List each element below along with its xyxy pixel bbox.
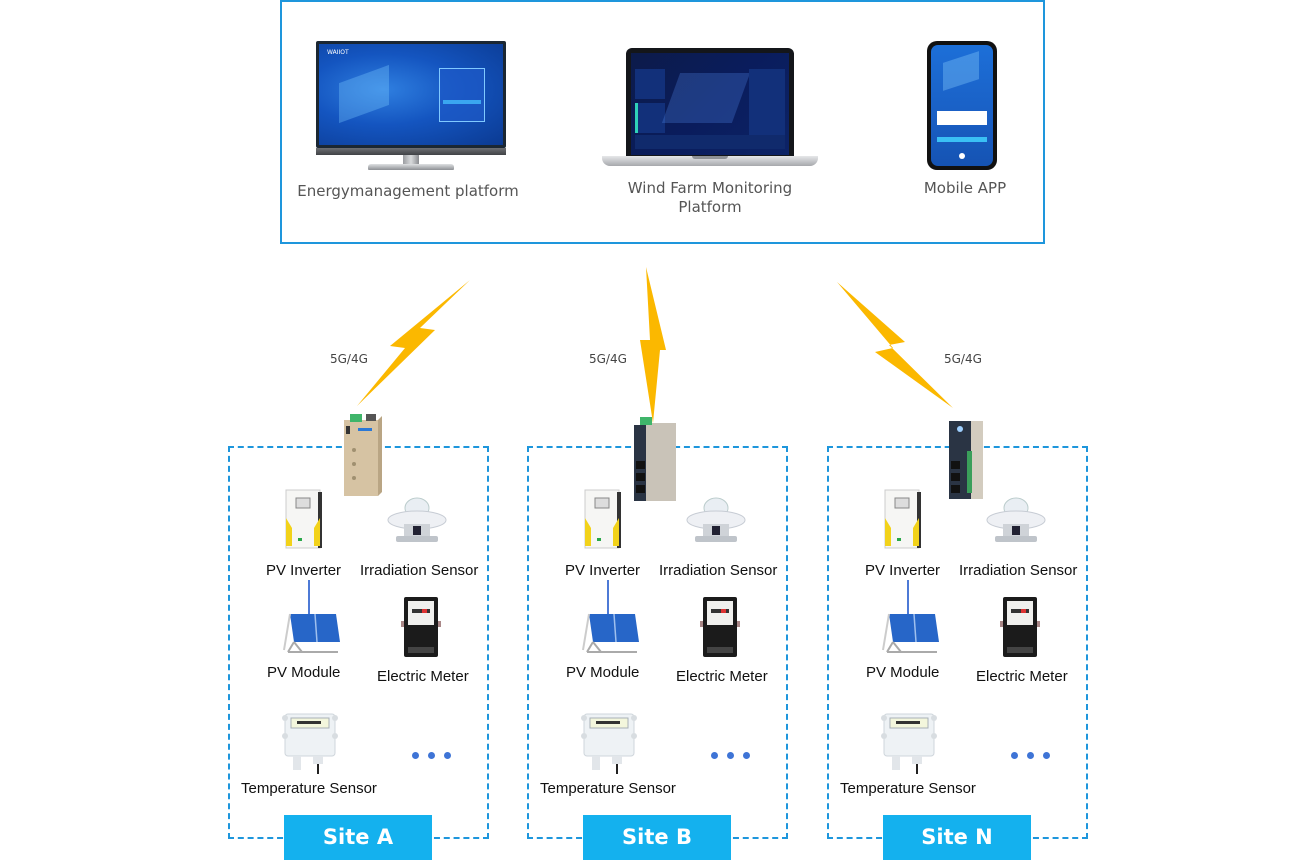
pv-module-icon[interactable] [278, 606, 342, 661]
wind-label-line1: Wind Farm Monitoring [627, 179, 793, 197]
electric-meter-icon[interactable] [999, 595, 1041, 664]
pv-inverter-label: PV Inverter [865, 562, 941, 579]
pv-inverter-label: PV Inverter [266, 562, 342, 579]
inverter-module-link [607, 580, 609, 614]
more-devices-icon [412, 752, 451, 759]
screen-brand: WAIIOT [327, 49, 349, 56]
link-label-b: 5G/4G [589, 352, 627, 366]
temperature-sensor-icon[interactable] [580, 710, 638, 781]
pv-inverter-icon[interactable] [583, 488, 623, 555]
energy-platform-label: Energymanagement platform [297, 182, 519, 200]
temperature-sensor-icon[interactable] [880, 710, 938, 781]
pv-module-icon[interactable] [577, 606, 641, 661]
irradiation-sensor-label: Irradiation Sensor [659, 562, 778, 579]
link-label-n: 5G/4G [944, 352, 982, 366]
irradiation-sensor-icon[interactable] [985, 496, 1047, 555]
site-a-tag[interactable]: Site A [284, 815, 432, 860]
pv-inverter-label: PV Inverter [565, 562, 641, 579]
irradiation-sensor-label: Irradiation Sensor [360, 562, 479, 579]
phone-icon [927, 41, 997, 170]
temperature-sensor-icon[interactable] [281, 710, 339, 781]
more-devices-icon [1011, 752, 1050, 759]
electric-meter-label: Electric Meter [676, 668, 768, 685]
temperature-sensor-label: Temperature Sensor [241, 780, 377, 797]
pv-module-label: PV Module [566, 664, 640, 681]
gateway-gold-icon [344, 414, 382, 496]
irradiation-sensor-icon[interactable] [386, 496, 448, 555]
site-b-tag[interactable]: Site B [583, 815, 731, 860]
site-n-tag[interactable]: Site N [883, 815, 1031, 860]
inverter-module-link [308, 580, 310, 614]
electric-meter-icon[interactable] [400, 595, 442, 664]
electric-meter-label: Electric Meter [377, 668, 469, 685]
wind-platform-label: Wind Farm Monitoring Platform [600, 179, 820, 217]
irradiation-sensor-label: Irradiation Sensor [959, 562, 1078, 579]
electric-meter-label: Electric Meter [976, 668, 1068, 685]
gateway-din-rail-io-icon [949, 421, 983, 499]
monitor-icon: WAIIOT [316, 41, 506, 171]
lightning-bolt-icon [640, 267, 666, 423]
electric-meter-icon[interactable] [699, 595, 741, 664]
pv-inverter-icon[interactable] [883, 488, 923, 555]
pv-module-label: PV Module [267, 664, 341, 681]
inverter-module-link [907, 580, 909, 614]
pv-module-label: PV Module [866, 664, 940, 681]
pv-module-icon[interactable] [877, 606, 941, 661]
gateway-din-rail-icon [634, 417, 676, 501]
link-label-a: 5G/4G [330, 352, 368, 366]
irradiation-sensor-icon[interactable] [685, 496, 747, 555]
lightning-bolt-icon [357, 280, 470, 406]
temperature-sensor-label: Temperature Sensor [540, 780, 676, 797]
pv-inverter-icon[interactable] [284, 488, 324, 555]
mobile-app-label: Mobile APP [923, 179, 1007, 197]
laptop-icon [602, 48, 818, 168]
lightning-bolt-icon [837, 282, 953, 408]
wind-label-line2: Platform [678, 198, 742, 216]
more-devices-icon [711, 752, 750, 759]
temperature-sensor-label: Temperature Sensor [840, 780, 976, 797]
